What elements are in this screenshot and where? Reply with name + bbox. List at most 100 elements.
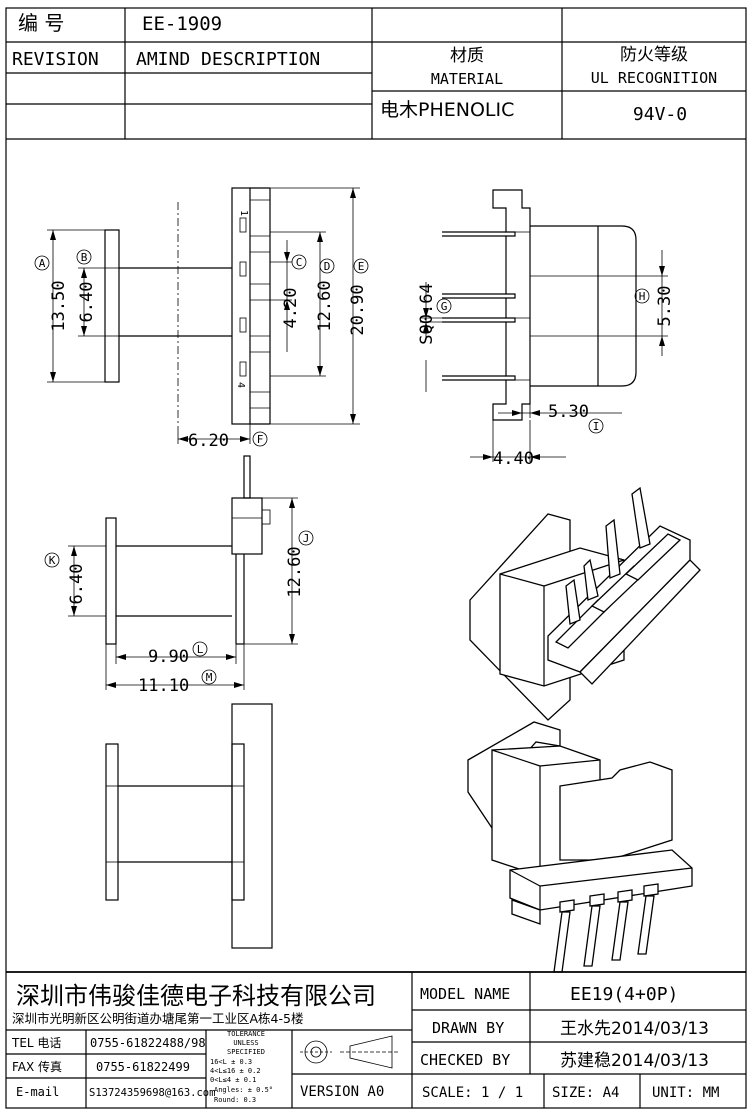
svg-text:I: I [593, 420, 600, 433]
ul-en: UL RECOGNITION [591, 69, 717, 87]
svg-text:16<L ± 0.3: 16<L ± 0.3 [210, 1058, 252, 1066]
sheet-border [5, 7, 747, 1109]
model-label: MODEL NAME [420, 985, 510, 1003]
tel-label: TEL 电话 [11, 1036, 61, 1050]
marker-h: H [634, 288, 650, 304]
dim-k: 6.40 [67, 545, 106, 617]
pin-1-label: 1 [238, 210, 249, 216]
svg-text:6.40: 6.40 [77, 282, 97, 323]
ul-cn: 防火等级 [620, 45, 688, 65]
svg-text:L: L [197, 643, 204, 656]
svg-text:J: J [303, 532, 310, 545]
dim-b: 6.40 [77, 267, 105, 337]
code-value: EE-1909 [142, 13, 222, 35]
version: VERSION A0 [300, 1084, 384, 1100]
company-address: 深圳市光明新区公明街道办塘尾第一工业区A栋4-5楼 [12, 1011, 303, 1026]
svg-text:13.50: 13.50 [49, 280, 69, 331]
fax-value: 0755-61822499 [96, 1060, 190, 1074]
svg-text:F: F [257, 433, 264, 446]
scale: SCALE: 1 / 1 [422, 1085, 523, 1101]
svg-text:E: E [358, 260, 365, 273]
drawn-value: 王水先2014/03/13 [560, 1019, 709, 1039]
dim-a: 13.50 [47, 229, 105, 383]
svg-text:A: A [39, 257, 46, 270]
dim-h-top: 5.30 [636, 250, 675, 356]
marker-g: G [436, 298, 452, 314]
svg-text:4.40: 4.40 [493, 449, 534, 469]
svg-text:4.20: 4.20 [281, 288, 301, 329]
unit: UNIT: MM [652, 1085, 719, 1101]
checked-value: 苏建稳2014/03/13 [560, 1051, 709, 1071]
dim-h-bottom: 5.30 [498, 402, 622, 422]
front-right-flange [231, 187, 251, 425]
dimension-markers: A B C D E F G H I J K L M [34, 249, 650, 685]
ul-value: 94V-0 [633, 104, 687, 125]
svg-text:H: H [639, 290, 646, 303]
marker-k: K [44, 552, 60, 568]
svg-text:11.10: 11.10 [138, 676, 189, 696]
side-view: SQ0.64 5.30 5.30 4.40 [417, 189, 675, 469]
header-table: 编 号 EE-1909 REVISION AMIND DESCRIPTION 材… [6, 8, 746, 140]
profile-view: 12.60 6.40 9.90 11.10 [67, 455, 305, 696]
projection-symbol [300, 1035, 400, 1069]
marker-e: E [353, 258, 369, 274]
email-value: S13724359698@163.com [89, 1087, 215, 1099]
dim-m: 11.10 [105, 644, 245, 696]
dim-i: 4.40 [470, 420, 566, 469]
svg-text:9.90: 9.90 [148, 647, 189, 667]
marker-f: F [252, 431, 268, 447]
front-left-flange [104, 229, 120, 383]
svg-text:5.30: 5.30 [655, 286, 675, 327]
amind-label: AMIND DESCRIPTION [136, 49, 320, 70]
svg-text:B: B [81, 251, 88, 264]
marker-d: D [319, 258, 335, 274]
svg-text:SQ0.64: SQ0.64 [417, 283, 437, 344]
material-en: MATERIAL [431, 70, 503, 88]
svg-text:UNLESS: UNLESS [233, 1039, 258, 1047]
dim-g: SQ0.64 [417, 282, 442, 392]
front-view: 1 4 13.50 6.40 4.20 [47, 187, 368, 451]
isometric-view-bottom [467, 721, 693, 973]
marker-l: L [192, 641, 208, 657]
material-value: 电木PHENOLIC [380, 99, 514, 121]
svg-text:5.30: 5.30 [548, 402, 589, 422]
marker-i: I [588, 418, 604, 434]
tolerance-block: TOLERANCE UNLESS SPECIFIED 16<L ± 0.3 4<… [210, 1030, 273, 1104]
svg-text:6.40: 6.40 [67, 564, 87, 605]
svg-text:SPECIFIED: SPECIFIED [227, 1048, 265, 1056]
revision-label: REVISION [12, 49, 99, 70]
svg-text:Angles: ± 0.5°: Angles: ± 0.5° [214, 1086, 273, 1094]
svg-text:D: D [324, 260, 331, 273]
dim-c: 4.20 [270, 240, 301, 352]
fax-label: FAX 传真 [12, 1059, 62, 1074]
svg-text:0<L≤4 ± 0.1: 0<L≤4 ± 0.1 [210, 1076, 256, 1084]
material-cn: 材质 [450, 46, 484, 66]
side-body [530, 225, 637, 387]
svg-text:4<L≤16 ± 0.2: 4<L≤16 ± 0.2 [210, 1067, 261, 1075]
svg-text:TOLERANCE: TOLERANCE [227, 1030, 265, 1038]
dim-e: 20.90 [270, 187, 368, 425]
top-view [105, 703, 273, 949]
svg-text:K: K [49, 554, 56, 567]
dim-l: 9.90 [115, 644, 237, 667]
side-pins [442, 231, 506, 381]
svg-text:G: G [441, 300, 448, 313]
drawn-label: DRAWN BY [432, 1019, 504, 1037]
company-name: 深圳市伟骏佳德电子科技有限公司 [16, 982, 376, 1010]
front-pin-slots [239, 217, 270, 409]
title-block: 深圳市伟骏佳德电子科技有限公司 深圳市光明新区公明街道办塘尾第一工业区A栋4-5… [6, 971, 746, 1108]
svg-text:20.90: 20.90 [348, 284, 368, 335]
dim-d: 12.60 [270, 231, 335, 377]
dim-f: 6.20 [177, 424, 251, 451]
marker-b: B [76, 249, 92, 265]
code-label: 编 号 [18, 11, 64, 35]
marker-m: M [201, 669, 217, 685]
tel-value: 0755-61822488/98 [90, 1036, 206, 1050]
checked-label: CHECKED BY [420, 1051, 510, 1069]
email-label: E-mail [16, 1085, 59, 1099]
marker-c: C [291, 254, 307, 270]
pin-4-label: 4 [235, 382, 246, 388]
size: SIZE: A4 [552, 1085, 619, 1101]
svg-text:Round: 0.3: Round: 0.3 [214, 1096, 256, 1104]
